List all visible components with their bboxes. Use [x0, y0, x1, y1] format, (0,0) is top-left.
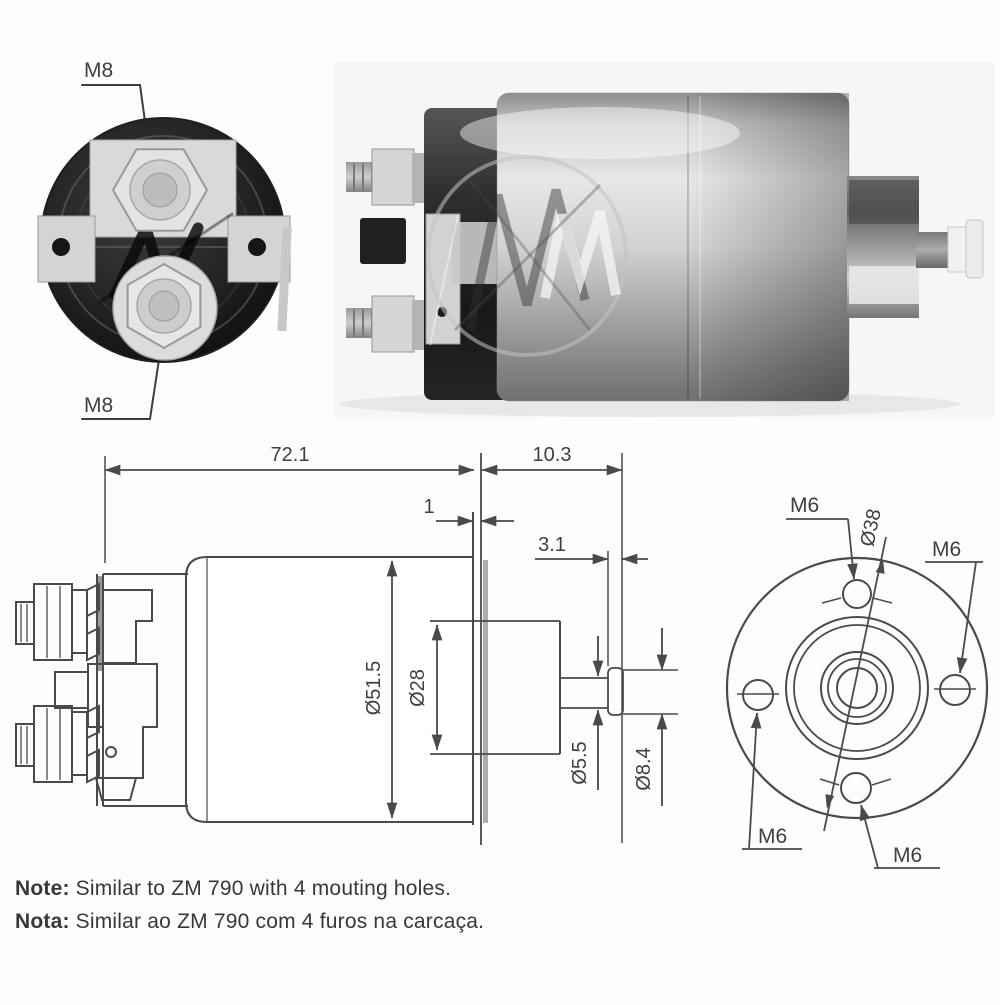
mid-terminal-stub	[54, 671, 89, 709]
m6-bottomleft-leader	[748, 712, 762, 850]
note-en: Note:Similar to ZM 790 with 4 mouting ho…	[15, 872, 484, 905]
terminal-bracket	[87, 663, 158, 779]
dim-total-length-label: 72.1	[271, 444, 310, 466]
mount-hole-right	[939, 674, 971, 706]
rear-ring-1	[785, 616, 929, 760]
upper-bracket	[102, 589, 153, 664]
dim-nose-length-label: 10.3	[533, 444, 572, 466]
hole-bottom-wing-left	[819, 778, 840, 786]
zm-logo-watermark-ring	[426, 155, 628, 357]
zm-logo-spoke-1	[453, 183, 602, 332]
m6-topleft-label: M6	[790, 494, 819, 517]
terminal-bottom-stud-end	[148, 290, 180, 322]
dim-flange-thickness-label: 1	[423, 496, 434, 518]
cap-plate-shade	[98, 576, 102, 671]
photo-top-highlight	[460, 107, 740, 159]
right-tab-hole	[248, 238, 266, 256]
photo-bracket-highlight	[429, 214, 459, 346]
m6-bottomright-leader	[859, 804, 879, 869]
product-photo	[335, 62, 995, 417]
front-view: M8 M8	[37, 59, 292, 420]
note-en-label: Note:	[15, 877, 70, 900]
bottom-lock-tab-1	[86, 704, 100, 740]
terminal-bracket-foot	[94, 777, 138, 801]
photo-cap-plate	[452, 222, 502, 284]
rear-labels: M6 M6 M6 M6 Ø38	[758, 494, 961, 867]
note-pt: Nota:Similar ao ZM 790 com 4 furos na ca…	[15, 905, 484, 938]
mount-hole-left	[742, 679, 774, 711]
terminal-top-label: M8	[84, 59, 113, 82]
side-dimensions	[104, 456, 668, 819]
side-dimension-labels: 72.1 10.3 1 3.1 Ø51.5 Ø28 Ø5.5 Ø8.4	[271, 444, 655, 791]
terminal-bottom-label: M8	[84, 394, 113, 417]
dim-tip-diameter-label: Ø8.4	[633, 747, 655, 790]
note-en-text: Similar to ZM 790 with 4 mouting holes.	[75, 877, 452, 900]
top-lock-tab-1	[86, 582, 100, 618]
rear-ring-3	[820, 651, 894, 725]
side-terminal-sliver	[277, 226, 292, 332]
bolt-circle-diameter-label: Ø38	[856, 507, 885, 549]
bottom-bolt-nut	[33, 705, 73, 783]
m6-bottomleft-label: M6	[758, 825, 787, 848]
photo-mid-terminal-block	[360, 218, 406, 264]
bottom-lock-tab-2	[86, 748, 100, 784]
bolt-circle-arrow-bottom	[825, 794, 835, 809]
rear-ring-2	[793, 624, 921, 752]
side-body-outline	[185, 556, 474, 823]
top-lock-tab-2	[86, 626, 100, 662]
rear-view-drawing: M6 M6 M6 M6 Ø38	[725, 494, 989, 869]
zm-logo-watermark-m-bright	[540, 210, 621, 300]
rear-outer-circle	[725, 556, 989, 820]
top-bolt-nut	[33, 583, 73, 661]
dim-tip-length-label: 3.1	[538, 534, 566, 556]
dim-shaft-diameter-label: Ø5.5	[569, 741, 591, 784]
bolt-circle-dia-line	[823, 536, 887, 832]
m6-topleft-leader	[847, 518, 858, 580]
dim-boss-diameter-label: Ø28	[407, 669, 429, 707]
side-terminal-assembly	[15, 573, 188, 807]
photo-top-stud-nut	[371, 148, 415, 206]
photo-bottom-stud-nut	[371, 295, 415, 353]
hole-top-wing-right	[872, 597, 893, 604]
m6-bottomright-label: M6	[893, 844, 922, 867]
side-flange-shadow	[483, 560, 488, 823]
terminal-top-stud-end	[142, 172, 178, 208]
zm-logo-spoke-2	[468, 179, 592, 331]
note-pt-text: Similar ao ZM 790 com 4 furos na carcaça…	[75, 910, 485, 933]
bottom-bolt-shaft	[15, 723, 35, 767]
mount-hole-bottom	[840, 772, 872, 804]
notes: Note:Similar to ZM 790 with 4 mouting ho…	[15, 872, 484, 938]
left-tab-hole	[52, 238, 70, 256]
note-pt-label: Nota:	[15, 910, 70, 933]
rear-ring-4	[827, 658, 887, 718]
bottom-bolt-washer	[71, 711, 88, 776]
top-bolt-washer	[71, 589, 88, 654]
rear-leaders	[742, 518, 983, 869]
dim-body-diameter-label: Ø51.5	[363, 661, 385, 715]
rear-center-hole	[836, 667, 878, 709]
m6-topright-label: M6	[932, 538, 961, 561]
bolt-circle-arrow-top	[875, 559, 885, 574]
photo-cylinder-right-shading	[690, 93, 849, 401]
hole-bottom-wing-right	[871, 778, 892, 786]
terminal-bracket-hole	[105, 746, 117, 758]
hole-top-wing-left	[821, 597, 842, 604]
m6-topright-leader	[956, 561, 977, 674]
photo-plastic-tip-flange	[965, 219, 984, 279]
top-bolt-shaft	[15, 601, 35, 645]
side-plunger-tip	[607, 667, 624, 716]
side-dimension-drawing: 72.1 10.3 1 3.1 Ø51.5 Ø28 Ø5.5 Ø8.4	[15, 444, 678, 845]
photo-boss-dark-band	[849, 180, 919, 224]
mount-hole-top	[842, 579, 872, 609]
photo-boss-bright-band	[849, 266, 919, 304]
